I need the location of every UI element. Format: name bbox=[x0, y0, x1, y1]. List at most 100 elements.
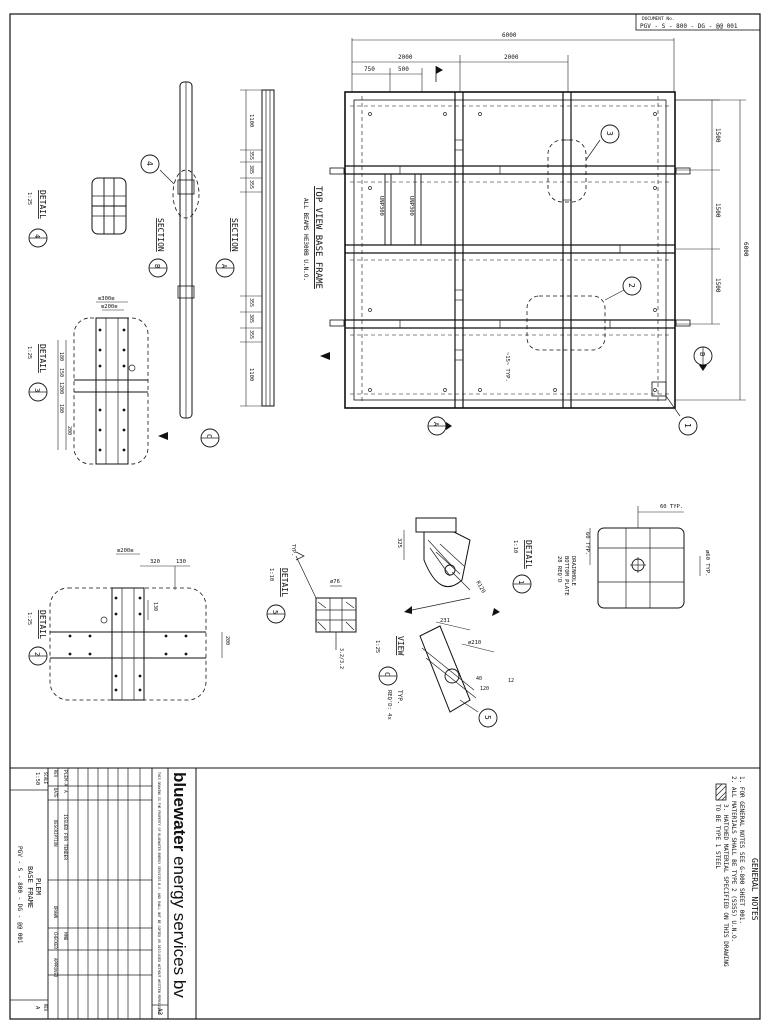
svg-text:REV: REV bbox=[53, 770, 58, 778]
svg-text:PLEM: PLEM bbox=[34, 878, 42, 895]
svg-text:1500: 1500 bbox=[714, 278, 721, 293]
svg-text:5: 5 bbox=[271, 610, 279, 614]
svg-text:1: 1 bbox=[683, 423, 692, 428]
svg-text:DESCRIPTION: DESCRIPTION bbox=[53, 820, 58, 847]
svg-text:GENERAL NOTES: GENERAL NOTES bbox=[750, 858, 759, 921]
svg-text:200: 200 bbox=[66, 426, 72, 435]
svg-text:C: C bbox=[205, 434, 213, 438]
svg-text:DETAIL: DETAIL bbox=[524, 540, 533, 569]
svg-text:60 TYP.: 60 TYP. bbox=[584, 532, 590, 555]
svg-text:UNP300: UNP300 bbox=[408, 196, 414, 216]
svg-text:THIS DRAWING IS THE PROPERTY O: THIS DRAWING IS THE PROPERTY OF BLUEWATE… bbox=[157, 772, 161, 1014]
svg-text:500: 500 bbox=[398, 66, 409, 73]
svg-text:DRAWN: DRAWN bbox=[53, 906, 58, 919]
svg-text:VIEW: VIEW bbox=[396, 636, 405, 655]
svg-text:231: 231 bbox=[440, 618, 450, 624]
svg-text:A: A bbox=[62, 790, 68, 793]
svg-text:320: 320 bbox=[150, 559, 160, 565]
svg-text:TOP VIEW BASE FRAME: TOP VIEW BASE FRAME bbox=[313, 186, 323, 289]
svg-text:UNP300: UNP300 bbox=[378, 196, 384, 216]
svg-text:DATE: DATE bbox=[53, 788, 58, 798]
svg-text:PGV - S - 800 - DG - @@ 001: PGV - S - 800 - DG - @@ 001 bbox=[640, 23, 738, 30]
svg-text:28 REQ'D: 28 REQ'D bbox=[556, 556, 562, 583]
svg-text:R120: R120 bbox=[474, 580, 486, 594]
detail-3: ≡300≡ ≡200≡ 180 150 1200 180 200 DETAIL … bbox=[26, 296, 149, 465]
svg-text:B: B bbox=[153, 264, 161, 268]
svg-text:2. ALL MATERIALS SHALL BE TYP: 2. ALL MATERIALS SHALL BE TYPE 2 (S355) … bbox=[730, 776, 737, 942]
marker-3 bbox=[600, 124, 620, 144]
svg-text:SCALE: SCALE bbox=[43, 772, 48, 785]
svg-text:180: 180 bbox=[58, 352, 64, 361]
svg-text:40: 40 bbox=[476, 676, 482, 682]
svg-text:A3: A3 bbox=[156, 1008, 163, 1016]
svg-text:REQ'D: 4x: REQ'D: 4x bbox=[386, 690, 392, 720]
svg-text:ø76: ø76 bbox=[330, 579, 340, 585]
svg-text:ø210: ø210 bbox=[468, 640, 481, 646]
section-b: 4 SECTION B C bbox=[140, 81, 220, 448]
general-notes: GENERAL NOTES 1. FOR GENERAL NOTES SEE G… bbox=[714, 776, 759, 967]
svg-text:DETAIL: DETAIL bbox=[38, 190, 47, 219]
company-logo: bluewater energy services bv bbox=[170, 772, 189, 998]
svg-text:MMB: MMB bbox=[62, 932, 68, 940]
svg-text:6000: 6000 bbox=[742, 242, 749, 257]
svg-text:1:25: 1:25 bbox=[26, 612, 32, 625]
svg-text:1100: 1100 bbox=[248, 368, 254, 381]
svg-text:2: 2 bbox=[33, 652, 41, 656]
svg-text:5: 5 bbox=[483, 715, 492, 720]
svg-text:1200: 1200 bbox=[58, 382, 64, 394]
svg-text:120: 120 bbox=[480, 686, 489, 692]
svg-text:750: 750 bbox=[364, 66, 375, 73]
detail-5: ø76 TYP. 3.2/3.2 DETAIL 1:10 5 bbox=[266, 544, 357, 669]
svg-text:TYP.: TYP. bbox=[290, 544, 296, 556]
svg-text:BASE FRAME: BASE FRAME bbox=[26, 866, 34, 908]
svg-text:C: C bbox=[383, 672, 391, 676]
svg-text:REV: REV bbox=[43, 1004, 48, 1012]
svg-text:SECTION: SECTION bbox=[156, 218, 165, 252]
svg-text:ALL BEAMS HE300B U.N.O.: ALL BEAMS HE300B U.N.O. bbox=[302, 198, 309, 281]
svg-text:130: 130 bbox=[152, 602, 158, 611]
svg-text:1500: 1500 bbox=[714, 203, 721, 218]
svg-text:3. HATCHED MATERIAL SPECIFIED: 3. HATCHED MATERIAL SPECIFIED ON THIS DR… bbox=[722, 804, 729, 967]
svg-text:1:25: 1:25 bbox=[26, 346, 32, 359]
svg-text:APPROVED: APPROVED bbox=[53, 958, 58, 978]
svg-text:DRAINHOLE: DRAINHOLE bbox=[570, 556, 576, 586]
svg-text:TYP.: TYP. bbox=[396, 690, 403, 704]
svg-text:180: 180 bbox=[58, 404, 64, 413]
svg-text:CHECKED: CHECKED bbox=[53, 932, 58, 949]
svg-text:12: 12 bbox=[508, 678, 514, 684]
svg-text:1:10: 1:10 bbox=[268, 568, 274, 581]
svg-text:1:50: 1:50 bbox=[34, 772, 40, 785]
svg-text:B: B bbox=[698, 352, 706, 356]
svg-text:385: 385 bbox=[248, 314, 254, 323]
marker-1 bbox=[678, 416, 698, 436]
svg-text:325: 325 bbox=[396, 538, 402, 548]
svg-text:4: 4 bbox=[33, 234, 41, 238]
document-number-box: DOCUMENT No. PGV - S - 800 - DG - @@ 001 bbox=[635, 13, 761, 31]
sheet-border bbox=[9, 13, 761, 1020]
svg-text:≡200≡: ≡200≡ bbox=[117, 548, 134, 554]
section-a: 1100 355 385 355 355 385 355 1100 SECTIO… bbox=[215, 89, 275, 407]
svg-text:A: A bbox=[220, 264, 228, 269]
svg-text:1. FOR GENERAL NOTES SEE G-80: 1. FOR GENERAL NOTES SEE G-800 SHEET 001… bbox=[738, 776, 745, 924]
svg-text:BOTTOM PLATE: BOTTOM PLATE bbox=[563, 556, 569, 596]
detail-1: 60 TYP. 60 TYP. ø60 TYP. DETAIL 1:10 1 D… bbox=[512, 504, 710, 609]
svg-text:ø60 TYP.: ø60 TYP. bbox=[704, 550, 710, 577]
svg-text:130: 130 bbox=[176, 559, 186, 565]
detail-4: DETAIL 1:25 4 bbox=[26, 177, 127, 248]
svg-text:≡200≡: ≡200≡ bbox=[101, 304, 118, 310]
svg-text:PGV - S - 800 - DG - @@ 001: PGV - S - 800 - DG - @@ 001 bbox=[16, 846, 23, 944]
svg-text:DETAIL: DETAIL bbox=[38, 344, 47, 373]
svg-text:1:25: 1:25 bbox=[374, 640, 380, 653]
svg-text:A: A bbox=[34, 1006, 40, 1010]
svg-text:60 TYP.: 60 TYP. bbox=[660, 504, 683, 510]
svg-text:1:25: 1:25 bbox=[26, 192, 32, 205]
svg-text:A: A bbox=[432, 422, 440, 427]
svg-text:3.2/3.2: 3.2/3.2 bbox=[338, 648, 344, 669]
svg-text:200: 200 bbox=[224, 636, 230, 645]
svg-text:1:10: 1:10 bbox=[512, 540, 518, 553]
detail-2: ≡200≡ 320 130 130 200 DETAIL 1:25 2 bbox=[26, 548, 230, 701]
svg-text:355: 355 bbox=[248, 180, 254, 189]
svg-text:1100: 1100 bbox=[248, 114, 254, 127]
svg-text:2000: 2000 bbox=[398, 54, 413, 61]
